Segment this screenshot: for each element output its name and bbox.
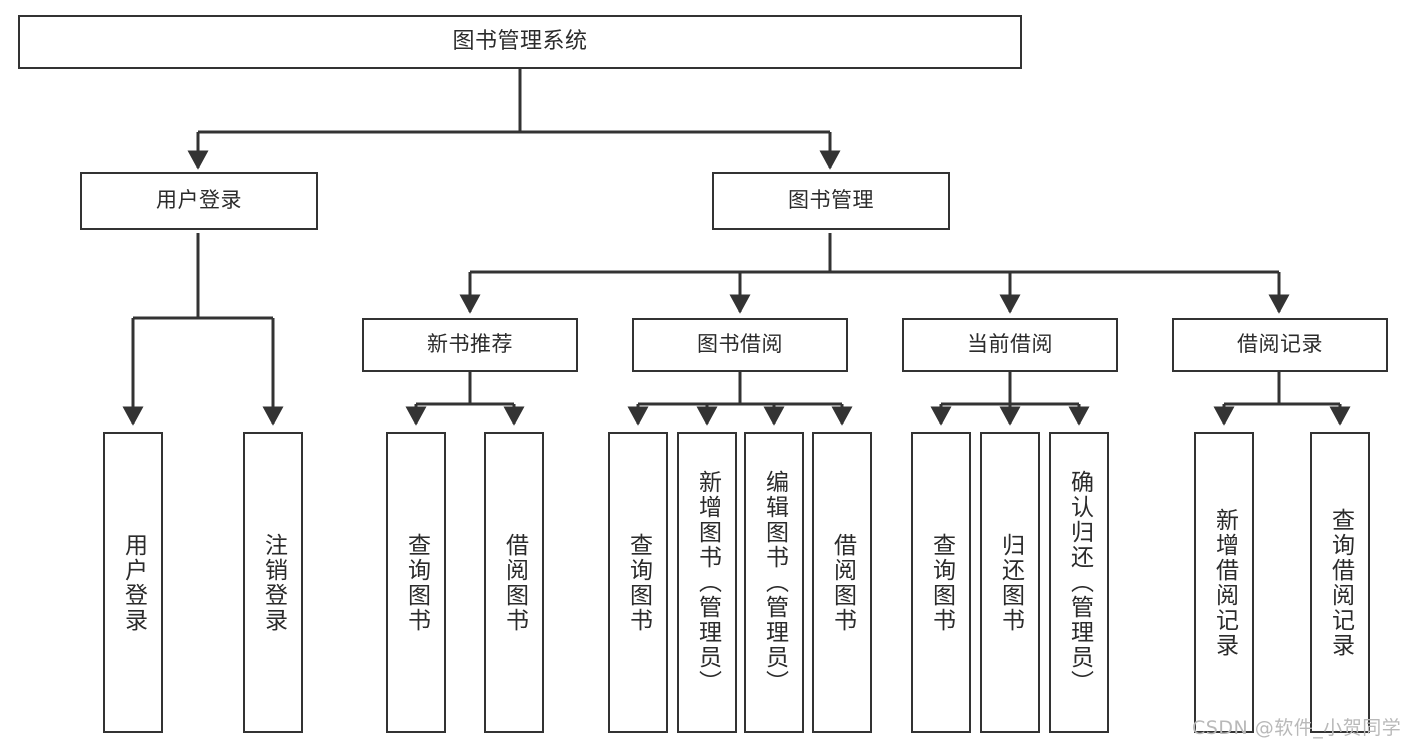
leaf-newbook-borrow-book-label: 借阅图书 <box>501 532 528 633</box>
leaf-borrow-edit-book-label: 编辑图书（管理员） <box>761 470 788 695</box>
leaf-record-query-record[interactable]: 查询借阅记录 <box>1310 432 1370 733</box>
node-new-book-recommend[interactable]: 新书推荐 <box>362 318 578 372</box>
node-user-login[interactable]: 用户登录 <box>80 172 318 230</box>
leaf-borrow-add-book-label: 新增图书（管理员） <box>694 470 721 695</box>
leaf-current-confirm-return[interactable]: 确认归还（管理员） <box>1049 432 1109 733</box>
leaf-newbook-query-book-label: 查询图书 <box>403 532 430 633</box>
csdn-watermark: CSDN @软件_小贺同学 <box>1192 717 1402 739</box>
node-book-borrow[interactable]: 图书借阅 <box>632 318 848 372</box>
leaf-borrow-query-book-label: 查询图书 <box>625 532 652 633</box>
leaf-current-query-book-label: 查询图书 <box>928 532 955 633</box>
node-root[interactable]: 图书管理系统 <box>18 15 1022 69</box>
leaf-borrow-add-book[interactable]: 新增图书（管理员） <box>677 432 737 733</box>
leaf-logout[interactable]: 注销登录 <box>243 432 303 733</box>
node-borrow-record[interactable]: 借阅记录 <box>1172 318 1388 372</box>
leaf-current-return-book[interactable]: 归还图书 <box>980 432 1040 733</box>
leaf-record-add-record-label: 新增借阅记录 <box>1211 507 1238 658</box>
node-book-management-label: 图书管理 <box>788 188 874 213</box>
node-book-borrow-label: 图书借阅 <box>697 332 783 357</box>
node-book-management[interactable]: 图书管理 <box>712 172 950 230</box>
node-root-label: 图书管理系统 <box>452 28 588 54</box>
node-current-borrow-label: 当前借阅 <box>967 332 1053 357</box>
leaf-current-return-book-label: 归还图书 <box>997 532 1024 633</box>
leaf-borrow-query-book[interactable]: 查询图书 <box>608 432 668 733</box>
leaf-newbook-borrow-book[interactable]: 借阅图书 <box>484 432 544 733</box>
leaf-user-login[interactable]: 用户登录 <box>103 432 163 733</box>
leaf-borrow-borrow-book[interactable]: 借阅图书 <box>812 432 872 733</box>
node-new-book-recommend-label: 新书推荐 <box>427 332 513 357</box>
leaf-record-add-record[interactable]: 新增借阅记录 <box>1194 432 1254 733</box>
leaf-current-query-book[interactable]: 查询图书 <box>911 432 971 733</box>
node-user-login-label: 用户登录 <box>156 188 242 213</box>
leaf-borrow-borrow-book-label: 借阅图书 <box>829 532 856 633</box>
leaf-logout-label: 注销登录 <box>260 532 287 633</box>
node-borrow-record-label: 借阅记录 <box>1237 332 1323 357</box>
leaf-current-confirm-return-label: 确认归还（管理员） <box>1066 470 1093 695</box>
leaf-user-login-label: 用户登录 <box>120 532 147 633</box>
leaf-borrow-edit-book[interactable]: 编辑图书（管理员） <box>744 432 804 733</box>
node-current-borrow[interactable]: 当前借阅 <box>902 318 1118 372</box>
leaf-newbook-query-book[interactable]: 查询图书 <box>386 432 446 733</box>
leaf-record-query-record-label: 查询借阅记录 <box>1327 507 1354 658</box>
